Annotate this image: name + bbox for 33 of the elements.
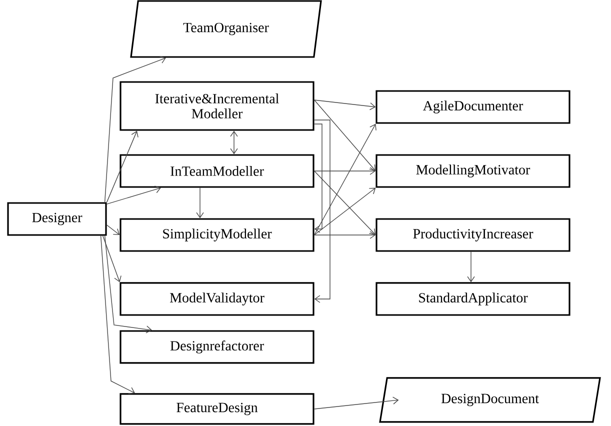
arrow: [314, 124, 376, 236]
arrow: [314, 100, 376, 171]
arrow: [314, 100, 376, 110]
arrow: [314, 170, 376, 235]
arrow: [314, 120, 330, 303]
process-box: FeatureDesign: [120, 393, 314, 425]
process-box: Iterative&Incremental Modeller: [120, 81, 314, 131]
arrow: [102, 235, 122, 282]
process-box: ModellingMotivator: [376, 154, 570, 188]
document-parallelogram: TeamOrganiser: [130, 0, 322, 58]
arrow: [104, 235, 152, 334]
process-box: SimplicityModeller: [120, 218, 314, 252]
arrow: [314, 167, 376, 175]
process-box: ProductivityIncreaser: [376, 218, 570, 252]
document-parallelogram: DesignDocument: [379, 377, 601, 423]
arrow: [106, 186, 162, 204]
arrow: [314, 231, 376, 239]
arrow: [314, 124, 322, 233]
process-box: Designrefactorer: [120, 330, 314, 364]
process-box: ModelValidaytor: [120, 282, 314, 316]
arrow: [467, 251, 475, 282]
arrow: [314, 396, 399, 410]
arrow: [196, 187, 204, 218]
process-box: InTeamModeller: [120, 154, 314, 188]
arrow: [104, 56, 166, 203]
arrow: [314, 188, 376, 236]
arrow: [230, 130, 238, 154]
arrow: [106, 130, 138, 203]
process-box: Designer: [7, 202, 107, 236]
process-box: StandardApplicator: [376, 282, 570, 316]
arrow: [106, 224, 120, 235]
arrow: [100, 235, 135, 394]
process-box: AgileDocumenter: [376, 90, 570, 124]
